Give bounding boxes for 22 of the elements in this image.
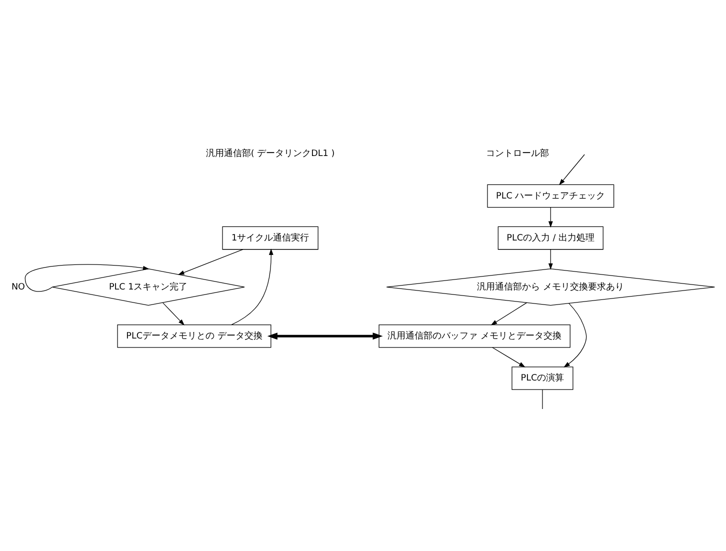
- node-box: PLC ハードウェアチェック: [487, 184, 614, 208]
- arrow: [231, 248, 274, 325]
- node-box: PLCデータメモリとの データ交換: [117, 324, 272, 348]
- arrow: [548, 248, 553, 270]
- arrow: [178, 248, 244, 274]
- arrow: [548, 206, 553, 228]
- connector: [542, 388, 543, 409]
- arrow: [162, 302, 185, 325]
- node-box: PLCの演算: [512, 366, 574, 390]
- edge-label: NO: [11, 282, 25, 292]
- label: コントロール部: [486, 148, 549, 159]
- arrow: [492, 346, 526, 367]
- node-box: 1サイクル通信実行: [222, 226, 318, 250]
- node-box: PLCの入力 / 出力処理: [498, 226, 604, 250]
- node-diamond: 汎用通信部から メモリ交換要求あり: [386, 268, 715, 306]
- arrow: [24, 264, 150, 292]
- arrow: [564, 302, 587, 367]
- arrow: [267, 332, 383, 340]
- arrow: [490, 302, 528, 325]
- label: 汎用通信部( データリンクDL1 ): [206, 148, 335, 159]
- node-box: 汎用通信部のバッファ メモリとデータ交換: [378, 324, 570, 348]
- arrow: [559, 154, 585, 185]
